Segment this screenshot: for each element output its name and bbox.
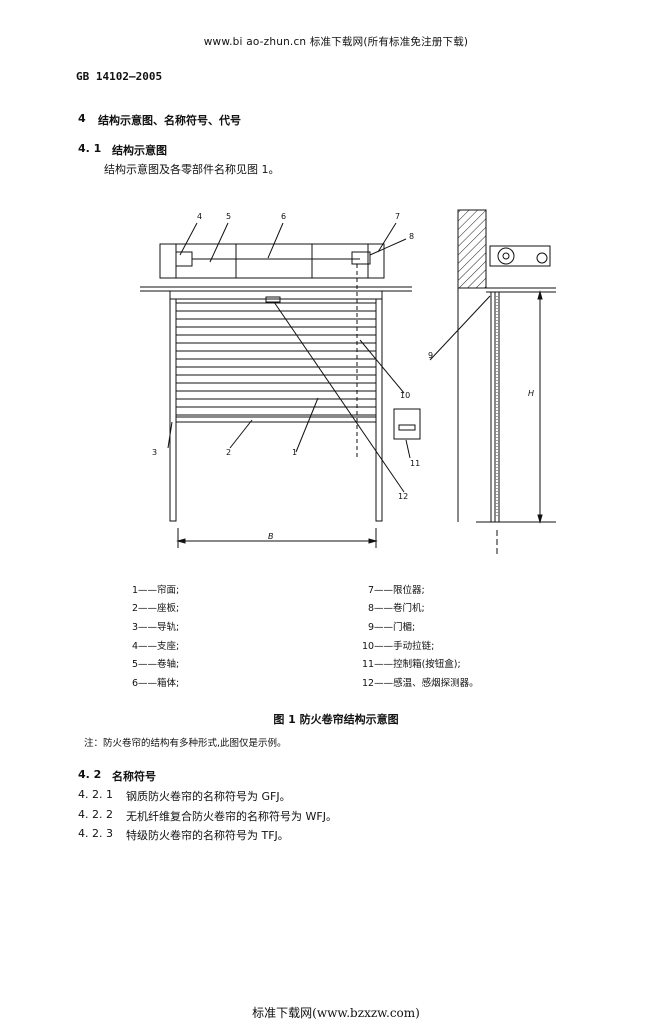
guide-rail-left — [169, 298, 177, 522]
legend-label: 支座; — [157, 641, 180, 652]
control-box — [393, 408, 421, 440]
legend-right-8: 8——卷门机; — [368, 603, 425, 614]
legend-left-2: 2——座板; — [132, 603, 180, 614]
section-4-1-text: 结构示意图及各零部件名称见图 1。 — [104, 163, 280, 176]
legend-left-4: 4——支座; — [132, 641, 180, 652]
footer-site-text[interactable]: 标准下载网(www.bzxzw.com) — [252, 1006, 420, 1020]
callout-6: 6 — [281, 212, 286, 221]
item-4-2-1-number: 4. 2. 1 — [78, 788, 113, 801]
callout-7: 7 — [395, 212, 400, 221]
callout-12: 12 — [398, 492, 408, 501]
section-4-1-title: 结构示意图 — [112, 144, 167, 157]
legend-label: 门楣; — [393, 622, 416, 633]
callout-1: 1 — [292, 448, 297, 457]
legend-num: 8 — [368, 603, 375, 614]
side-box — [489, 245, 551, 267]
figure-note: 注：防火卷帘的结构有多种形式,此图仅是示例。 — [84, 738, 287, 749]
callout-labels: 4 5 6 7 8 9 10 11 12 3 2 1 B H — [152, 212, 534, 541]
guide-rail-right — [375, 298, 383, 522]
section-4-number: 4 — [78, 112, 86, 125]
callout-10: 10 — [400, 391, 410, 400]
legend-num: 11 — [362, 659, 375, 670]
legend-label: 导轨; — [157, 622, 180, 633]
callout-8: 8 — [409, 232, 414, 241]
legend-left-3: 3——导轨; — [132, 622, 180, 633]
section-4-1-number: 4. 1 — [78, 142, 102, 155]
section-4-title: 结构示意图、名称符号、代号 — [98, 114, 241, 127]
shaft-support — [175, 251, 193, 267]
legend-label: 限位器; — [393, 585, 425, 596]
item-4-2-1-text: 钢质防火卷帘的名称符号为 GFJ。 — [126, 790, 291, 803]
legend-label: 箱体; — [157, 678, 180, 689]
legend-num: 3 — [132, 622, 139, 633]
legend-left-6: 6——箱体; — [132, 678, 180, 689]
figure-title: 图 1 防火卷帘结构示意图 — [273, 713, 399, 726]
standard-code: GB 14102—2005 — [76, 70, 163, 83]
curtain-slats — [175, 302, 377, 422]
wall-section — [457, 209, 487, 289]
legend-num: 7 — [368, 585, 375, 596]
legend-num: 1 — [132, 585, 139, 596]
legend-label: 控制箱(按钮盒); — [393, 659, 461, 670]
dimension-b-label: B — [268, 532, 274, 541]
header-site-text[interactable]: www.bi ao-zhun.cn 标准下载网(所有标准免注册下载) — [203, 36, 469, 48]
item-4-2-2-text: 无机纤维复合防火卷帘的名称符号为 WFJ。 — [126, 810, 337, 823]
legend-num: 6 — [132, 678, 139, 689]
legend-num: 12 — [362, 678, 375, 689]
callout-11: 11 — [410, 459, 420, 468]
legend-left-5: 5——卷轴; — [132, 659, 180, 670]
bottom-bar — [175, 416, 377, 423]
item-4-2-3-text: 特级防火卷帘的名称符号为 TFJ。 — [126, 829, 289, 842]
legend-label: 座板; — [157, 603, 180, 614]
legend-right-7: 7——限位器; — [368, 585, 425, 596]
side-shaft — [497, 247, 515, 265]
legend-num: 9 — [368, 622, 375, 633]
legend-label: 感温、感烟探测器。 — [393, 678, 479, 689]
legend-right-12: 12——感温、感烟探测器。 — [362, 678, 479, 689]
detector — [265, 296, 281, 303]
item-4-2-3-number: 4. 2. 3 — [78, 827, 113, 840]
legend-right-11: 11——控制箱(按钮盒); — [362, 659, 461, 670]
callout-2: 2 — [226, 448, 231, 457]
callout-5: 5 — [226, 212, 231, 221]
legend-label: 卷门机; — [393, 603, 425, 614]
lintel-band — [169, 290, 383, 300]
legend-num: 10 — [362, 641, 375, 652]
section-4-2-number: 4. 2 — [78, 768, 102, 781]
door-motor — [351, 251, 371, 265]
legend-right-10: 10——手动拉链; — [362, 641, 435, 652]
callout-9: 9 — [428, 351, 433, 360]
callout-4: 4 — [197, 212, 202, 221]
legend-left-1: 1——帘面; — [132, 585, 180, 596]
legend-num: 2 — [132, 603, 139, 614]
legend-num: 5 — [132, 659, 139, 670]
legend-label: 卷轴; — [157, 659, 180, 670]
section-4-2-title: 名称符号 — [112, 770, 156, 783]
dimension-h-label: H — [528, 389, 534, 398]
legend-right-9: 9——门楣; — [368, 622, 416, 633]
callout-3: 3 — [152, 448, 157, 457]
legend-num: 4 — [132, 641, 139, 652]
legend-label: 手动拉链; — [393, 641, 435, 652]
item-4-2-2-number: 4. 2. 2 — [78, 808, 113, 821]
legend-label: 帘面; — [157, 585, 180, 596]
